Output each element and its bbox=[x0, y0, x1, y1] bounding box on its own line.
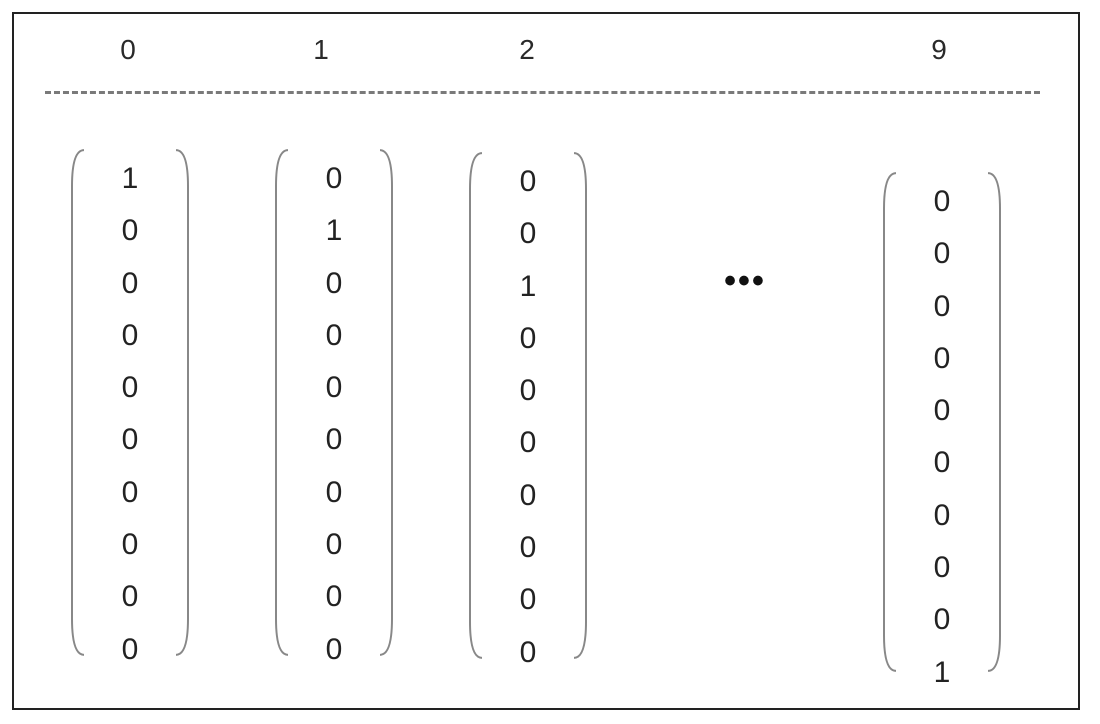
vector-entry: 0 bbox=[933, 394, 951, 428]
vector-entry: 0 bbox=[121, 423, 139, 457]
vector-entry: 0 bbox=[933, 551, 951, 585]
vector-entry: 1 bbox=[933, 655, 951, 689]
vector-entry: 0 bbox=[121, 214, 139, 248]
ellipsis-marker: ••• bbox=[724, 262, 766, 300]
vector-entry: 0 bbox=[519, 635, 537, 669]
header-label-9: 9 bbox=[931, 34, 947, 65]
vector-entry: 0 bbox=[325, 162, 343, 195]
vector-entry: 0 bbox=[933, 341, 951, 375]
vector-entry: 0 bbox=[325, 528, 343, 562]
right-bracket bbox=[174, 145, 190, 660]
dashed-separator bbox=[45, 91, 1040, 94]
vector-entry: 0 bbox=[519, 374, 537, 408]
right-bracket bbox=[378, 145, 394, 660]
vector-entry: 0 bbox=[933, 603, 951, 637]
vector-entry: 0 bbox=[121, 632, 139, 666]
header-label-2: 2 bbox=[519, 34, 535, 65]
vector-entry: 0 bbox=[325, 475, 343, 509]
vector-entry: 1 bbox=[325, 214, 343, 248]
vector-entry: 0 bbox=[933, 237, 951, 271]
diagram-frame bbox=[12, 12, 1080, 710]
vector-entry: 0 bbox=[519, 165, 537, 198]
left-bracket bbox=[468, 148, 484, 663]
vector-entry: 0 bbox=[325, 632, 343, 666]
left-bracket bbox=[882, 168, 898, 676]
left-bracket bbox=[70, 145, 86, 660]
one-hot-vector-1: 0 1 0 0 0 0 0 0 0 0 bbox=[274, 145, 394, 666]
vector-entry: 0 bbox=[121, 266, 139, 300]
one-hot-vector-9: 0 0 0 0 0 0 0 0 0 1 bbox=[882, 168, 1002, 689]
header-label-1: 1 bbox=[313, 34, 329, 65]
vector-entry: 0 bbox=[121, 318, 139, 352]
vector-entry: 0 bbox=[325, 266, 343, 300]
vector-entry: 0 bbox=[933, 289, 951, 323]
right-bracket bbox=[572, 148, 588, 663]
one-hot-vector-0: 1 0 0 0 0 0 0 0 0 0 bbox=[70, 145, 190, 666]
vector-entry: 0 bbox=[933, 446, 951, 480]
vector-entry: 0 bbox=[933, 498, 951, 532]
vector-entry: 0 bbox=[325, 318, 343, 352]
left-bracket bbox=[274, 145, 290, 660]
vector-entry: 0 bbox=[519, 478, 537, 512]
vector-entry: 0 bbox=[519, 531, 537, 565]
vector-entry: 0 bbox=[519, 321, 537, 355]
vector-entry: 0 bbox=[325, 371, 343, 405]
vector-entry: 0 bbox=[121, 475, 139, 509]
vector-entry: 0 bbox=[519, 426, 537, 460]
right-bracket bbox=[986, 168, 1002, 676]
vector-entry: 0 bbox=[121, 371, 139, 405]
vector-entry: 0 bbox=[519, 217, 537, 251]
vector-entry: 0 bbox=[933, 185, 951, 218]
vector-entry: 1 bbox=[121, 162, 139, 195]
vector-entry: 0 bbox=[121, 528, 139, 562]
vector-entry: 0 bbox=[325, 423, 343, 457]
vector-entry: 0 bbox=[325, 580, 343, 614]
one-hot-vector-2: 0 0 1 0 0 0 0 0 0 0 bbox=[468, 148, 588, 669]
vector-entry: 0 bbox=[519, 583, 537, 617]
header-label-0: 0 bbox=[120, 34, 136, 65]
vector-entry: 0 bbox=[121, 580, 139, 614]
vector-entry: 1 bbox=[519, 269, 537, 303]
